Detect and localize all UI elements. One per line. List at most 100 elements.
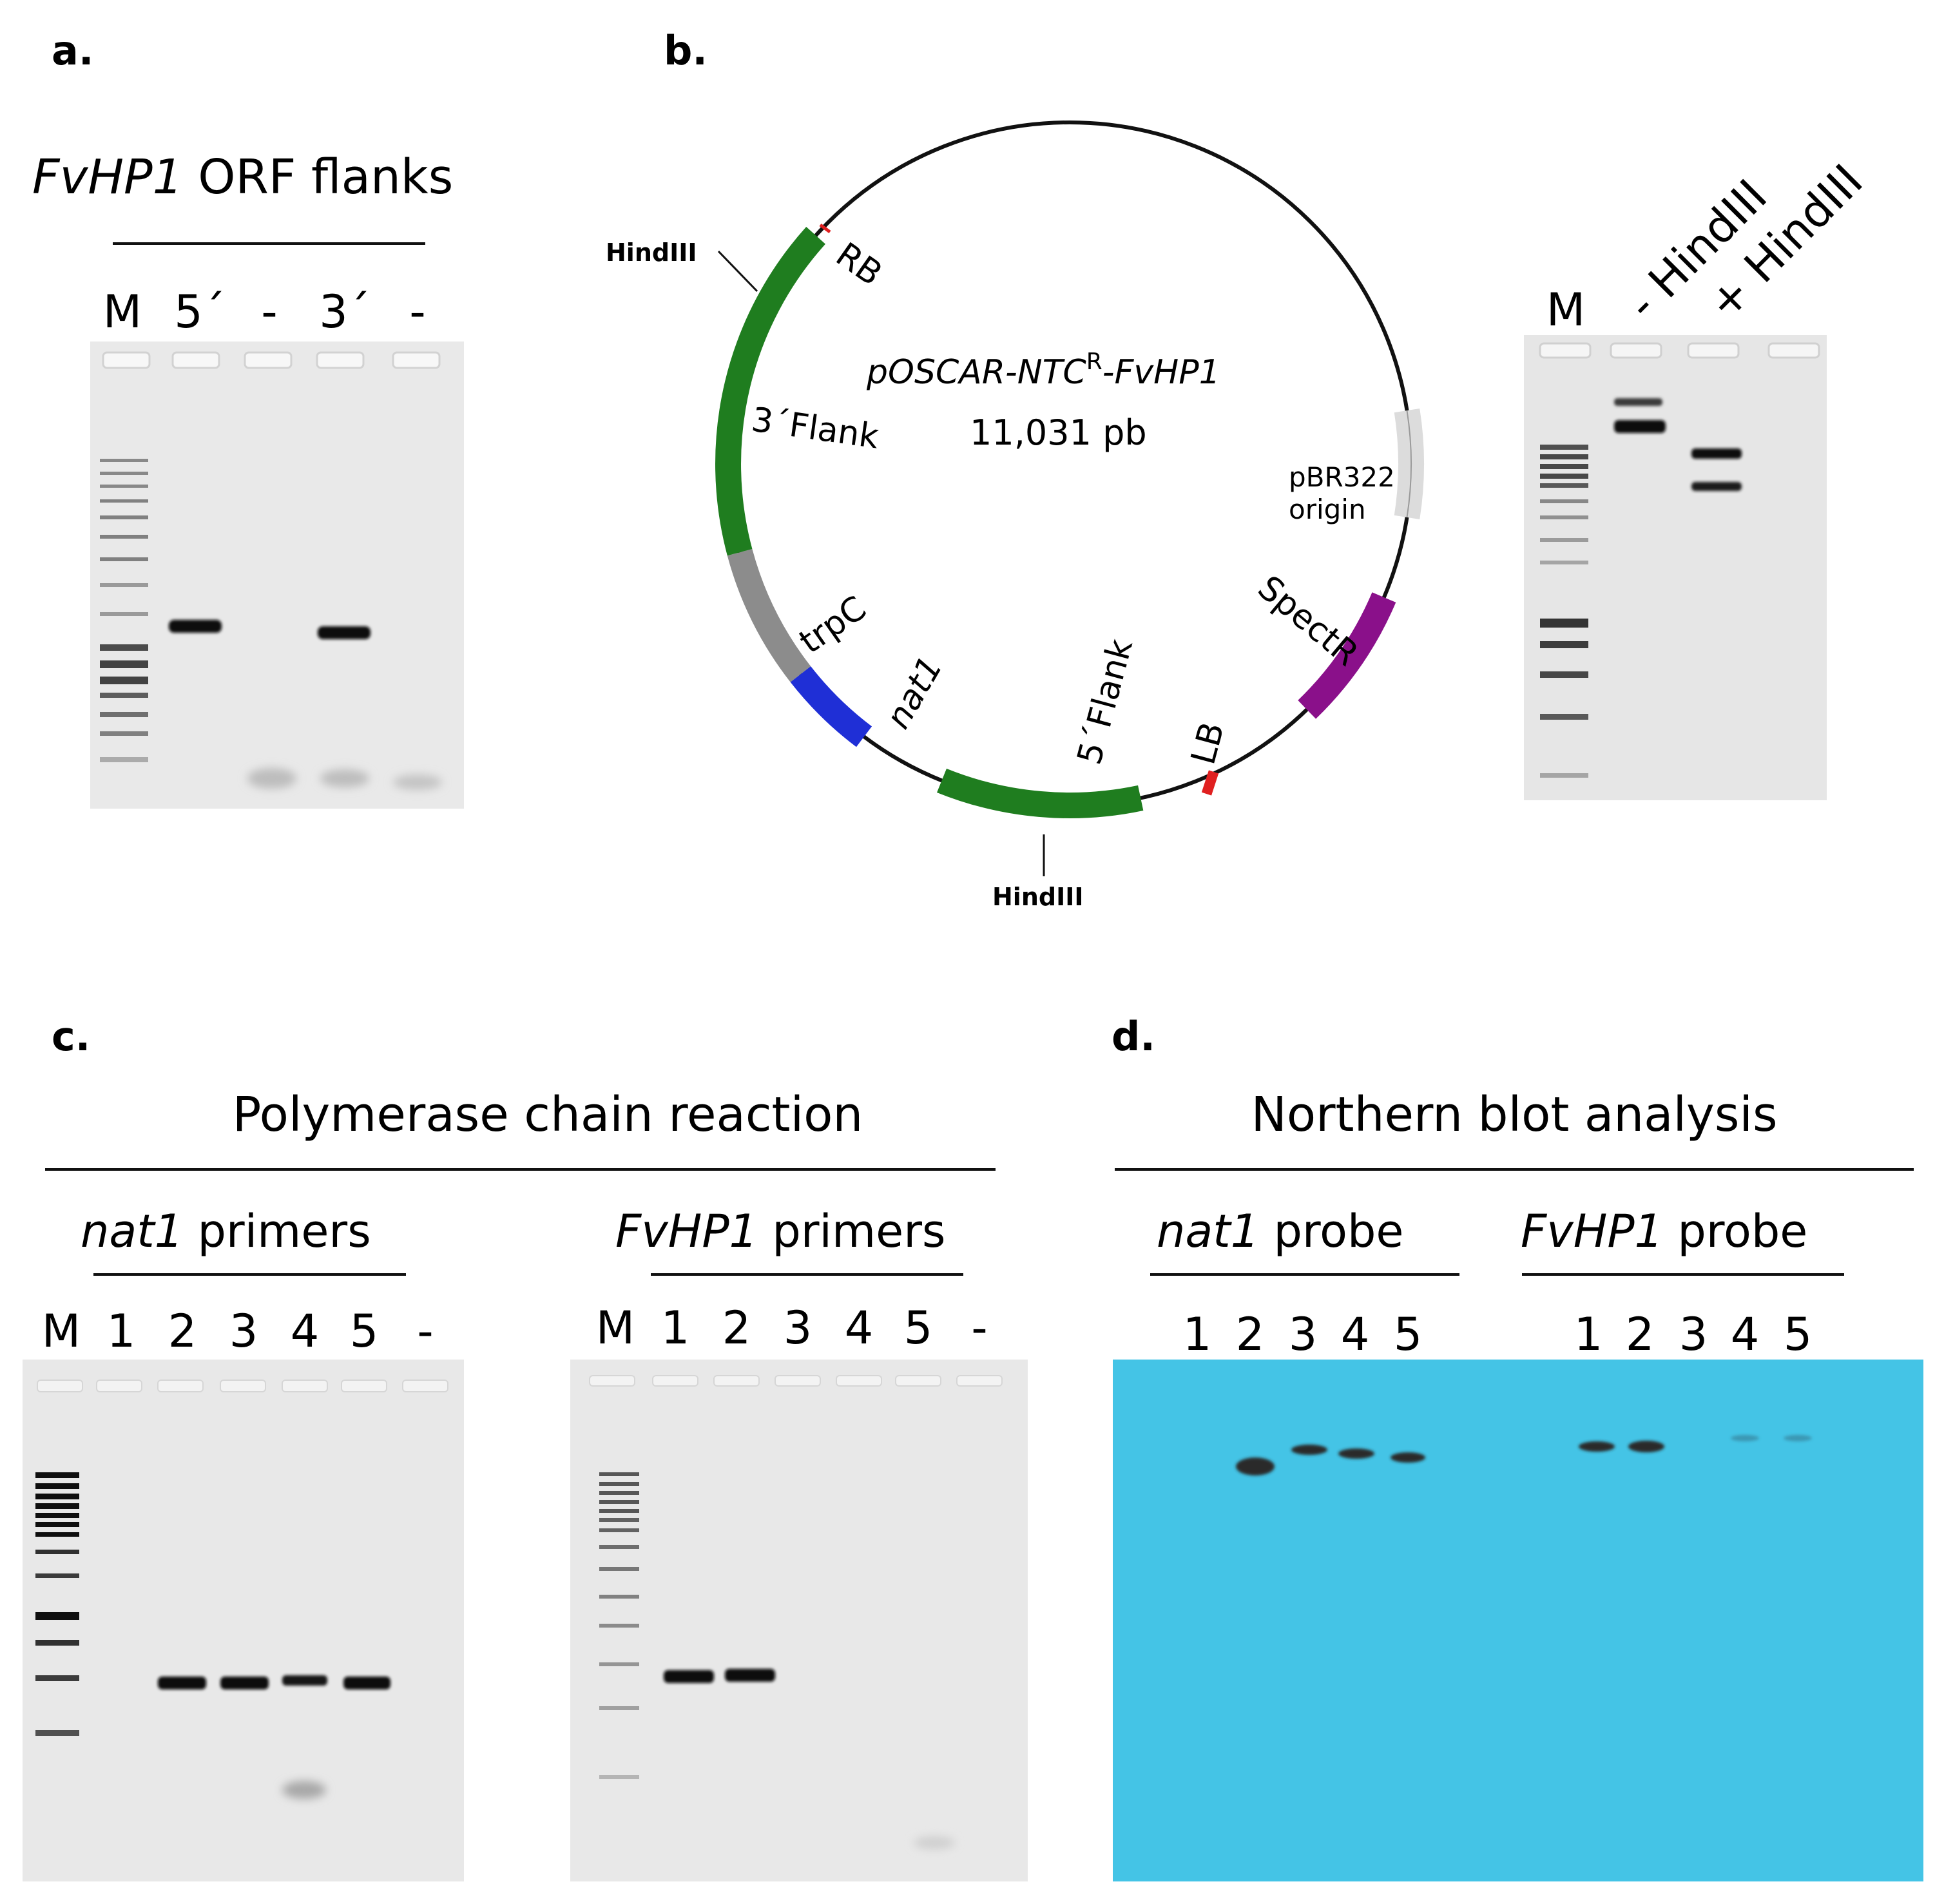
gel-b-band-uncut-lower xyxy=(1614,420,1666,433)
blot-d-bands xyxy=(1236,1435,1812,1476)
blot-d-right-lane-3: 3 xyxy=(1679,1308,1708,1361)
blot-d xyxy=(1113,1360,1923,1881)
gel-a xyxy=(90,341,464,809)
gel-c-right-band-1 xyxy=(664,1670,714,1683)
gel-c-left-band-2 xyxy=(158,1677,206,1689)
gel-a-band-5flank xyxy=(169,620,222,633)
hindiii-top-leader xyxy=(717,250,758,293)
blot-d-right-lane-5: 5 xyxy=(1784,1308,1813,1361)
gel-c-left xyxy=(23,1360,464,1881)
panel-b-letter: b. xyxy=(664,27,708,74)
panel-a-lane-3: 3´ xyxy=(319,285,371,338)
gel-c-left-band-5 xyxy=(343,1677,390,1689)
plasmid-name-prefix: pOSCAR-NTC xyxy=(866,353,1086,392)
panel-d: d. Northern blot analysis nat1 probe FvH… xyxy=(1112,1013,1923,1881)
gel-c-left-lane-4: 4 xyxy=(291,1305,320,1358)
panel-a-title-gene: FvHP1 xyxy=(32,149,183,205)
blot-d-fvhp1-band-1 xyxy=(1579,1441,1615,1452)
blot-d-left-lane-3: 3 xyxy=(1289,1308,1318,1361)
panel-d-title: Northern blot analysis xyxy=(1251,1087,1778,1142)
gel-a-primer-smear-3 xyxy=(393,774,442,790)
gel-c-left-lane-2: 2 xyxy=(168,1305,197,1358)
panel-a-letter: a. xyxy=(52,27,93,74)
blot-d-nat1-band-2 xyxy=(1236,1457,1275,1476)
gel-c-right-ladder xyxy=(599,1472,639,1779)
gel-c-right-lane-m: M xyxy=(596,1302,635,1354)
trpc-label: trpC xyxy=(793,589,873,662)
gel-c-right-smear-5 xyxy=(914,1836,955,1849)
blot-d-left-lane-1: 1 xyxy=(1183,1308,1212,1361)
gel-c-right-lane-neg: - xyxy=(971,1302,987,1354)
trpc-segment xyxy=(727,548,811,682)
hindiii-top-label: HindIII xyxy=(606,238,697,267)
panel-a-lane-neg1: - xyxy=(261,285,277,338)
gel-b-band-uncut-upper xyxy=(1614,398,1662,406)
gel-b-ladder xyxy=(1540,445,1588,778)
gel-b-band-cut-upper xyxy=(1691,448,1742,459)
blot-d-fvhp1-band-2 xyxy=(1628,1441,1664,1452)
gel-c-left-smear-4 xyxy=(282,1781,326,1799)
blot-d-right-lane-1: 1 xyxy=(1574,1308,1603,1361)
gel-b-bands xyxy=(1614,398,1742,491)
flank3-segment xyxy=(715,227,825,556)
plasmid-name-suffix: -FvHP1 xyxy=(1102,353,1220,392)
nat1-label: nat1 xyxy=(879,650,950,735)
plasmid-name: pOSCAR-NTCR-FvHP1 xyxy=(866,349,1220,392)
panel-c-right-subtitle: FvHP1 primers xyxy=(615,1205,946,1258)
panel-a-title-rest: ORF flanks xyxy=(183,149,454,205)
panel-a-lane-5: 5´ xyxy=(174,285,226,338)
flank5-label: 5´Flank xyxy=(1070,635,1141,769)
panel-c-left-gene: nat1 xyxy=(81,1205,183,1258)
panel-b: b. RB LB HindIII HindIII pOSCAR-NTCR-FvH… xyxy=(606,27,1873,911)
gel-c-right-wells xyxy=(589,1375,1003,1387)
gel-c-left-lane-3: 3 xyxy=(229,1305,258,1358)
gel-c-left-ladder xyxy=(35,1472,79,1736)
gel-c-left-lane-5: 5 xyxy=(350,1305,379,1358)
gel-a-band-3flank xyxy=(318,626,371,639)
gel-a-background xyxy=(90,341,464,809)
gel-c-left-band-4 xyxy=(282,1675,327,1686)
blot-d-left-lane-2: 2 xyxy=(1236,1308,1265,1361)
gel-a-primer-smear-1 xyxy=(247,768,296,789)
blot-d-nat1-band-5 xyxy=(1391,1452,1425,1463)
panel-d-left-subtitle: nat1 probe xyxy=(1157,1205,1404,1258)
panel-c: c. Polymerase chain reaction nat1 primer… xyxy=(23,1013,1028,1881)
lb-site-marker xyxy=(1201,770,1219,796)
gel-c-left-lane-neg: - xyxy=(417,1305,433,1358)
hindiii-bottom-label: HindIII xyxy=(992,883,1084,911)
panel-a-lane-neg2: - xyxy=(409,285,425,338)
gel-c-left-wells xyxy=(37,1380,448,1392)
gel-c-right-lane-1: 1 xyxy=(661,1302,690,1354)
flank5-segment xyxy=(937,768,1144,818)
rb-site-marker xyxy=(819,223,831,234)
spectr-segment xyxy=(1298,592,1396,719)
flank3-label: 3´Flank xyxy=(749,401,881,457)
panel-d-left-rest: probe xyxy=(1259,1205,1403,1258)
gel-c-right-lane-labels: M 1 2 3 4 5 - xyxy=(596,1302,988,1354)
gel-c-left-bands xyxy=(158,1675,390,1799)
gel-a-ladder xyxy=(100,459,148,762)
blot-d-nat1-band-3 xyxy=(1291,1445,1327,1455)
blot-d-background xyxy=(1113,1360,1923,1881)
blot-d-right-lane-2: 2 xyxy=(1626,1308,1655,1361)
gel-c-right-lane-3: 3 xyxy=(784,1302,813,1354)
gel-c-right-lane-4: 4 xyxy=(845,1302,874,1354)
panel-c-right-rest: primers xyxy=(758,1205,945,1258)
pbr322-outline xyxy=(1406,410,1412,518)
panel-a: a. FvHP1 ORF flanks M 5´ - 3´ - xyxy=(32,27,464,809)
blot-d-right-lane-4: 4 xyxy=(1731,1308,1760,1361)
gel-b-band-cut-lower xyxy=(1691,482,1742,491)
panel-d-letter: d. xyxy=(1112,1013,1155,1060)
gel-c-right-lane-5: 5 xyxy=(904,1302,933,1354)
panel-c-letter: c. xyxy=(52,1013,90,1060)
panel-d-right-rest: probe xyxy=(1663,1205,1807,1258)
gel-b-lane-m: M xyxy=(1546,284,1585,336)
gel-a-bands xyxy=(169,620,442,790)
panel-c-title: Polymerase chain reaction xyxy=(233,1087,863,1142)
panel-a-title: FvHP1 ORF flanks xyxy=(32,149,453,205)
pbr322-label-line2: origin xyxy=(1289,494,1366,525)
plasmid-map: RB LB HindIII HindIII pOSCAR-NTCR-FvHP1 … xyxy=(606,120,1424,911)
gel-b: M - HindIII + HindIII xyxy=(1524,154,1873,800)
blot-d-fvhp1-band-5 xyxy=(1784,1435,1812,1441)
